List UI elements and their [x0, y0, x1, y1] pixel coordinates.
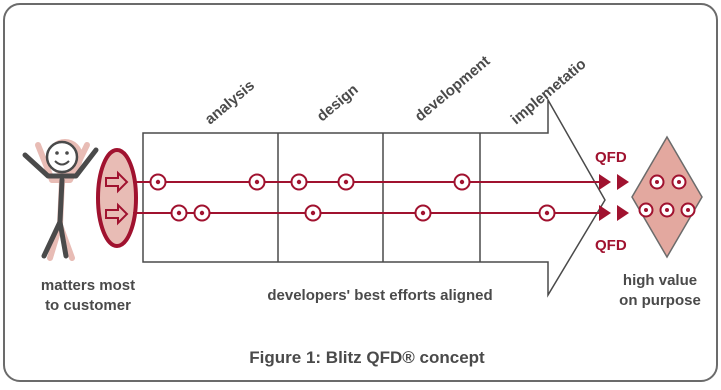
value-target-dots [644, 180, 690, 212]
customer-label-line-2: to customer [45, 297, 131, 314]
need-arrow-icons [105, 170, 129, 226]
qfd-label-top: QFD [595, 149, 627, 166]
figure-caption: Figure 1: Blitz QFD® concept [249, 348, 485, 367]
phase-label-analysis: analysis [202, 77, 258, 128]
target-markers-row-2 [170, 204, 556, 222]
value-label-line-2: on purpose [619, 292, 701, 309]
customer-needs-ellipse [96, 148, 138, 248]
value-diamond [631, 135, 703, 259]
center-label: developers' best efforts aligned [267, 287, 492, 304]
face-icon [45, 140, 79, 174]
value-label-line-1: high value [623, 272, 697, 289]
target-dots-row-1 [155, 179, 465, 185]
customer-label-line-1: matters most [41, 277, 135, 294]
phase-label-design: design [314, 81, 362, 125]
qfd-label-bottom: QFD [595, 237, 627, 254]
outer-frame [3, 3, 718, 382]
customer-figure [22, 139, 99, 261]
qfd-arrow-icons [599, 174, 629, 221]
target-dots-row-2 [176, 210, 550, 216]
process-arrow [142, 97, 606, 298]
phase-label-development: development [412, 53, 494, 126]
